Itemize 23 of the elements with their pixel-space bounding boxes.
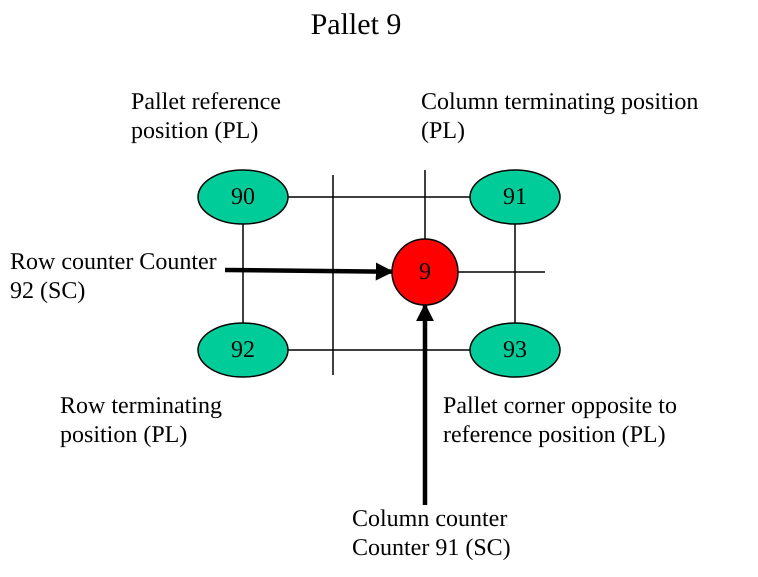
position-label: Column terminating position (PL) [421, 88, 700, 146]
node-label: 92 [231, 336, 255, 364]
arrow [224, 262, 394, 280]
connector-line [288, 196, 470, 198]
node-ellipse [197, 169, 289, 225]
position-label: Row terminating position (PL) [60, 392, 223, 450]
node-label: 9 [419, 258, 431, 286]
node-label: 90 [231, 182, 255, 212]
node-label: 91 [503, 182, 527, 212]
node-label: 93 [503, 336, 527, 364]
connector-line [514, 224, 516, 323]
node-ellipse [391, 238, 459, 306]
diagram-title: Pallet 9 [310, 8, 402, 42]
connector-line [288, 349, 470, 351]
counter-label: Column counter Counter 91 (SC) [352, 505, 512, 563]
node-ellipse [197, 322, 289, 378]
arrow [416, 303, 434, 505]
node-ellipse [469, 322, 561, 378]
counter-label: Row counter Counter 92 (SC) [10, 248, 218, 306]
position-label: Pallet reference position (PL) [131, 88, 282, 146]
position-label: Pallet corner opposite to reference position (PL) [443, 392, 678, 450]
node-ellipse [469, 169, 561, 225]
connector-line [242, 224, 244, 323]
